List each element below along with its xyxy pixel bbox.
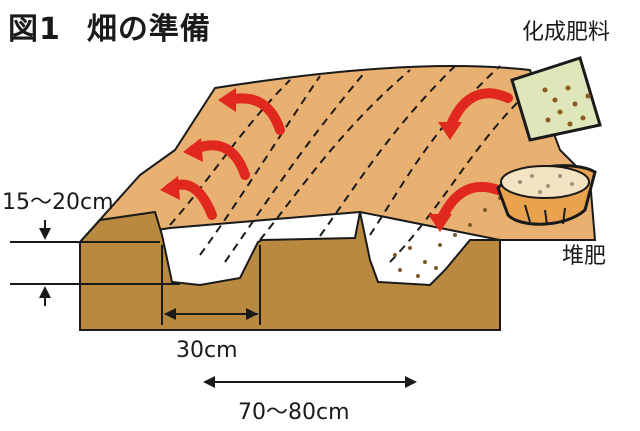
figure-title-text: 畑の準備 xyxy=(86,12,211,47)
dimension-lines xyxy=(10,220,415,383)
arrowheads-red xyxy=(160,88,462,232)
figure-title: 図1 畑の準備 xyxy=(8,4,211,48)
fertilizer-label: 化成肥料 xyxy=(522,20,611,45)
ridge-height-label: 15〜20cm xyxy=(2,190,114,215)
figure-number: 図1 xyxy=(8,12,61,47)
furrow-width-label: 30cm xyxy=(176,338,238,363)
dimension-arrowheads xyxy=(39,228,417,388)
compost-label: 堆肥 xyxy=(562,244,607,269)
compost-basket-icon xyxy=(496,164,597,226)
ridge-spacing-label: 70〜80cm xyxy=(238,400,350,425)
fertilizer-bag-icon xyxy=(510,56,602,142)
ridge-cross-section xyxy=(79,210,501,331)
